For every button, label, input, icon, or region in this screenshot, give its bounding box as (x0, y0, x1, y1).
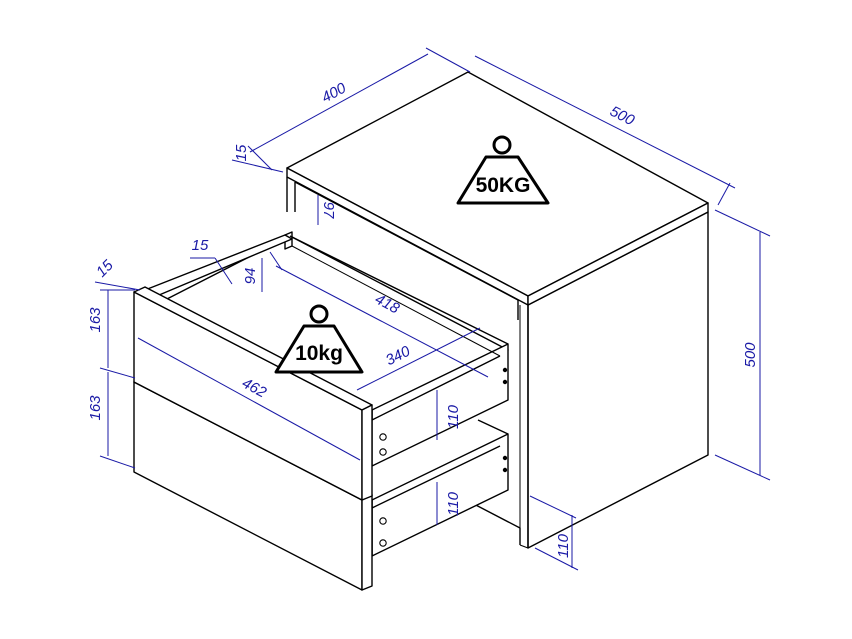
dim-side-thickness: 15 (192, 237, 209, 254)
dimension-lines (94, 47, 771, 571)
dim-front-thickness: 15 (93, 256, 117, 280)
screw-hole-icon (379, 539, 387, 547)
top-weight-icon: 50KG (456, 135, 550, 205)
dim-top-thickness: 15 (233, 144, 250, 161)
cabinet-body (286, 71, 709, 549)
screw-hole-icon (379, 433, 387, 441)
dim-top-depth: 400 (319, 79, 350, 106)
screw-hole-icon (379, 448, 387, 456)
dim-upper-box-height: 110 (445, 404, 462, 429)
top-load-label: 50KG (476, 174, 531, 197)
dim-inner-height: 94 (242, 268, 259, 285)
dim-total-height: 500 (742, 342, 759, 368)
drawer-load-label: 10kg (295, 342, 343, 365)
dim-lower-box-height: 110 (445, 491, 462, 516)
dim-back-gap: 97 (320, 202, 337, 219)
dim-upper-front-height: 163 (87, 307, 104, 333)
dim-lower-front-height: 163 (87, 395, 104, 421)
screw-hole-icon (379, 517, 387, 525)
drawer-weight-icon: 10kg (274, 304, 364, 374)
dim-base-height: 110 (555, 533, 572, 558)
